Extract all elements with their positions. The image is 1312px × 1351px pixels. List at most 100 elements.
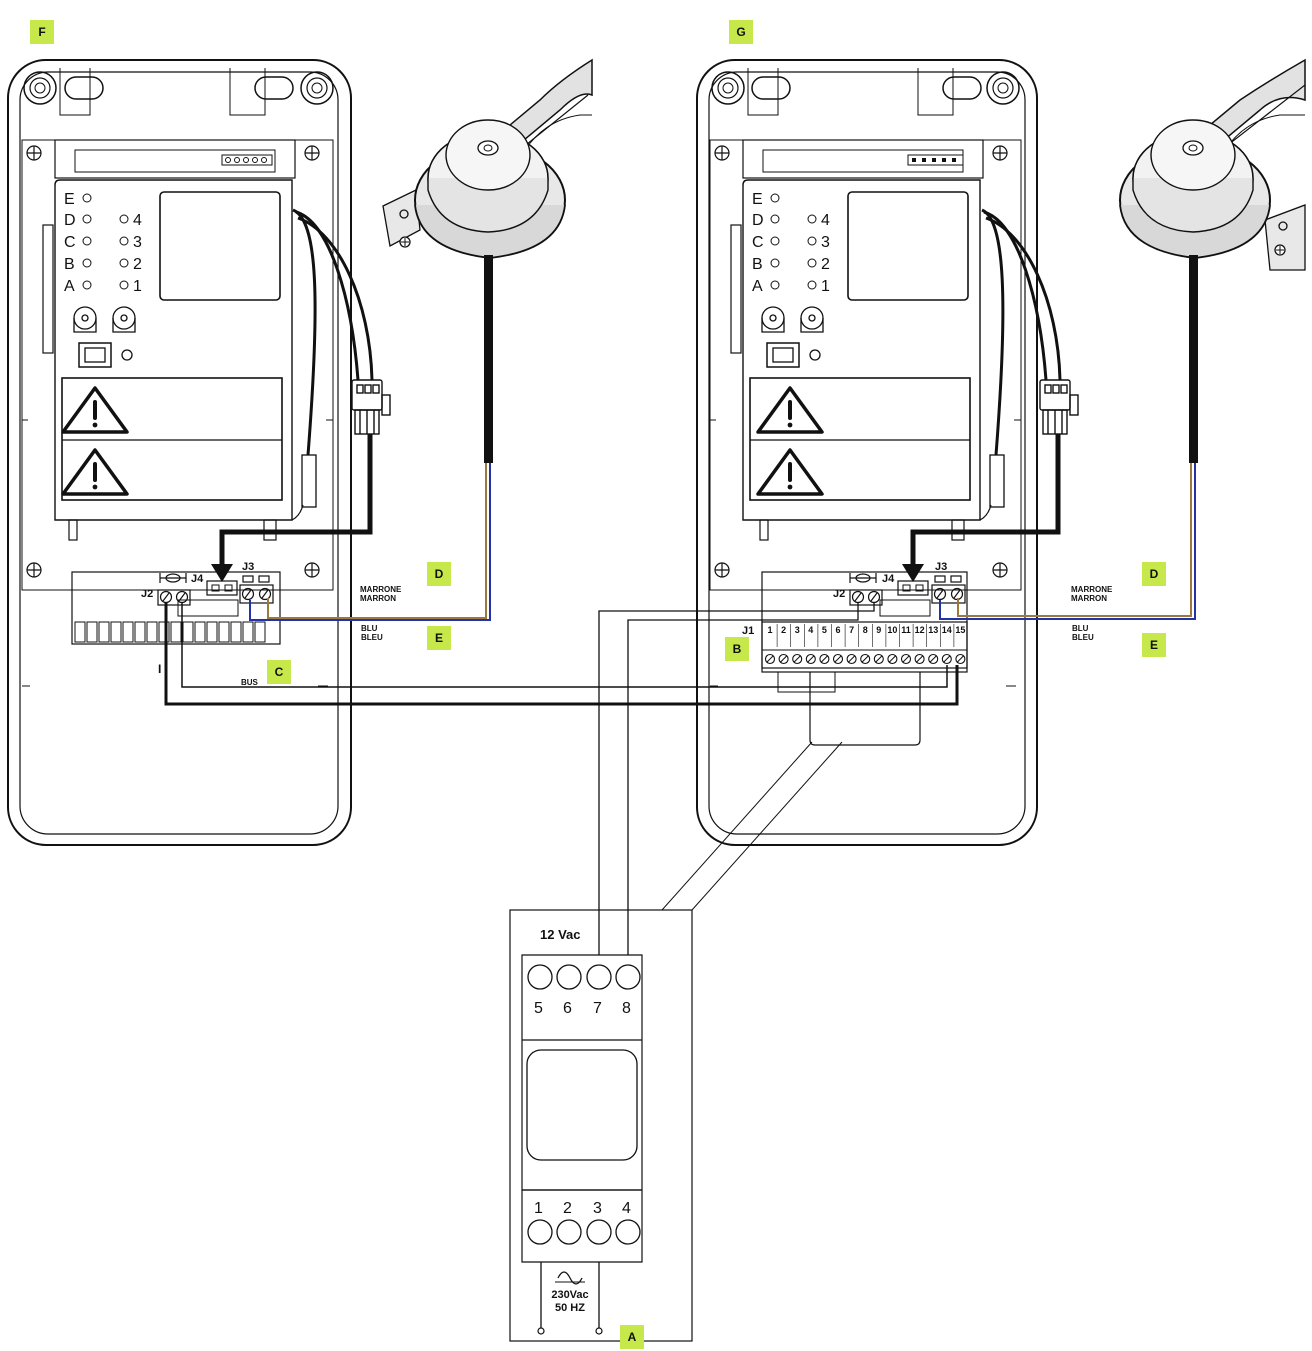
j1-terminal-screw (764, 653, 776, 665)
transformer: 12 Vac 5 6 7 8 1 2 3 4 230Vac 50 HZ (509, 909, 693, 1342)
callout-f: F (30, 20, 54, 44)
j1-terminal-slot (875, 655, 883, 663)
led-label-c-right: C (752, 234, 764, 251)
warning-triangle-icon (61, 448, 129, 496)
svg-text:D: D (435, 567, 444, 581)
j1-terminal-number: 14 (942, 625, 952, 635)
warning-triangle-icon (756, 448, 824, 496)
j1-terminal-screw (900, 653, 912, 665)
terminal-5: 5 (534, 1000, 543, 1017)
j1-terminal-slot (766, 655, 774, 663)
led-label-a: A (64, 278, 75, 295)
terminal-4: 4 (622, 1200, 631, 1217)
led-label-a-right: A (752, 278, 763, 295)
led-label-b-right: B (752, 256, 763, 273)
led-label-4: 4 (133, 212, 142, 229)
label-marron-left: MARRON (360, 594, 396, 603)
wire-brown-right (957, 463, 1192, 617)
j1-label: J1 (742, 625, 754, 637)
led-label-d-right: D (752, 212, 764, 229)
j1-terminal-screw (778, 653, 789, 665)
svg-text:G: G (736, 25, 745, 39)
wire-blue-right (939, 463, 1196, 620)
transformer-output-label: 12 Vac (540, 927, 581, 942)
j1-terminal-number: 13 (928, 625, 938, 635)
j1-terminal-slot (834, 655, 842, 663)
label-marrone-left: MARRONE (360, 585, 402, 594)
led-label-4-right: 4 (821, 212, 830, 229)
j4-label-left: J4 (191, 573, 204, 585)
j1-terminal-number: 15 (955, 625, 965, 635)
wire-blue-left (249, 463, 491, 621)
label-bus: BUS (241, 678, 259, 687)
callout-a: A (620, 1325, 644, 1349)
led-label-2: 2 (133, 256, 142, 273)
svg-text:C: C (275, 665, 284, 679)
input-voltage: 230Vac (551, 1289, 588, 1301)
motor-right (939, 58, 1306, 620)
label-blu-left: BLU (361, 624, 378, 633)
j1-terminal-number: 3 (795, 625, 800, 635)
j3-label-left: J3 (242, 561, 254, 573)
j1-terminal-slot (821, 655, 828, 663)
callout-e-right: E (1142, 633, 1166, 657)
led-label-e-right: E (752, 191, 763, 208)
j1-terminal-number: 8 (863, 625, 868, 635)
terminal-7: 7 (593, 1000, 602, 1017)
label-bleu-right: BLEU (1072, 633, 1094, 642)
j1-terminal-screw (805, 653, 816, 665)
j1-terminal-screw (873, 653, 884, 665)
svg-text:E: E (1150, 638, 1158, 652)
svg-text:A: A (628, 1330, 637, 1344)
led-label-c: C (64, 234, 76, 251)
svg-text:D: D (1150, 567, 1159, 581)
label-left-marker: I (158, 662, 161, 676)
j1-terminal-screw (941, 653, 952, 665)
led-label-2-right: 2 (821, 256, 830, 273)
j1-terminal-slot (902, 655, 910, 663)
j1-terminal-number: 10 (887, 625, 897, 635)
j4-label-right: J4 (882, 573, 895, 585)
callout-g: G (729, 20, 753, 44)
j2-label-right: J2 (833, 588, 845, 600)
svg-text:B: B (733, 642, 742, 656)
callout-e-left: E (427, 626, 451, 650)
sine-wave-icon (555, 1271, 585, 1285)
terminal-1: 1 (534, 1200, 543, 1217)
j1-terminal-number: 11 (901, 625, 911, 635)
j1-terminal-screw (887, 653, 898, 665)
j1-terminal-screw (955, 653, 966, 665)
j1-terminal-screw (819, 653, 830, 665)
led-label-e: E (64, 191, 75, 208)
callout-d-left: D (427, 562, 451, 586)
terminal-6: 6 (563, 1000, 572, 1017)
j1-terminal-screw (846, 653, 857, 665)
j1-terminal-slot (848, 655, 855, 663)
label-blu-right: BLU (1072, 624, 1089, 633)
j1-terminal-number: 7 (849, 625, 854, 635)
j1-terminal-screw (860, 653, 871, 665)
j1-terminal-slot (793, 655, 801, 663)
j1-terminal-screw (792, 653, 803, 665)
j1-terminal-number: 6 (835, 625, 840, 635)
interconnect-wires (164, 602, 959, 955)
terminal-3: 3 (593, 1200, 602, 1217)
j1-terminal-number: 2 (781, 625, 786, 635)
led-label-1: 1 (133, 278, 142, 295)
warning-triangle-icon (756, 386, 824, 434)
j2-label-left: J2 (141, 588, 153, 600)
motor-left (249, 58, 593, 621)
j1-terminal-number: 12 (915, 625, 925, 635)
j1-terminal-number: 5 (822, 625, 827, 635)
control-unit-left: E D C B A 4 3 2 1 (7, 59, 391, 846)
callout-d-right: D (1142, 562, 1166, 586)
j1-terminal-slot (929, 655, 937, 663)
label-marron-right: MARRON (1071, 594, 1107, 603)
j1-terminal-slot (957, 655, 964, 663)
j1-terminal-number: 9 (876, 625, 881, 635)
j1-terminal-slot (807, 655, 815, 663)
warning-triangle-icon (61, 386, 129, 434)
svg-text:F: F (38, 25, 45, 39)
j1-terminal-slot (780, 655, 787, 663)
